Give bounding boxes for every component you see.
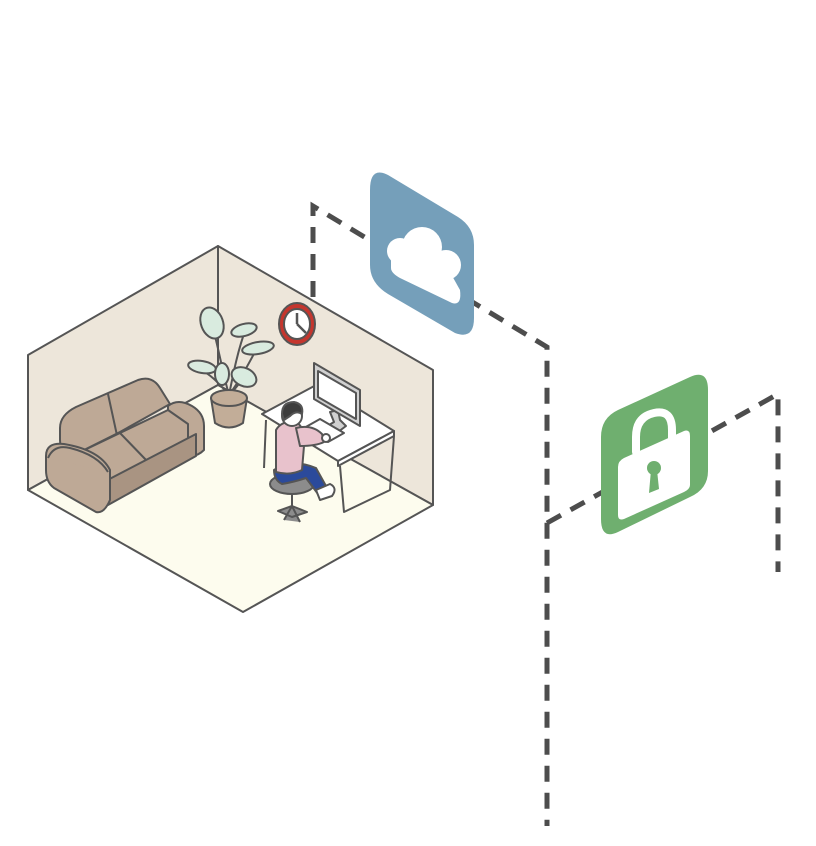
desk-leg-left	[263, 419, 267, 469]
plant-leaf	[230, 366, 258, 388]
plant-leaf	[199, 306, 225, 340]
monitor-screen-inner	[317, 370, 357, 420]
plant-leaf	[241, 340, 275, 356]
person-at-computer	[273, 401, 336, 501]
person-hair	[281, 401, 304, 421]
plant-pot-rim	[210, 389, 248, 407]
wall-clock	[278, 302, 316, 346]
room	[27, 245, 434, 613]
desk-leg-right	[339, 435, 395, 513]
potted-plant	[187, 306, 275, 429]
plant-leaf	[214, 362, 230, 386]
clock-minute-hand	[296, 323, 307, 334]
sofa-seat-seam	[119, 432, 149, 463]
plant-leaf	[230, 322, 258, 338]
lock-shackle	[632, 408, 676, 456]
sofa	[45, 377, 205, 514]
lock-tile	[601, 374, 708, 535]
sofa-backrest-seam	[107, 393, 119, 441]
lock-keyhole	[647, 461, 661, 475]
chair-base	[277, 505, 308, 523]
sofa-arm-left-top	[47, 446, 109, 473]
lock-icon	[618, 408, 690, 520]
person-shoe	[315, 483, 336, 501]
cloud-icon	[387, 227, 461, 304]
person-hand	[321, 433, 331, 443]
cloud-tile	[370, 172, 474, 335]
lock-keyhole-slot	[649, 470, 659, 493]
